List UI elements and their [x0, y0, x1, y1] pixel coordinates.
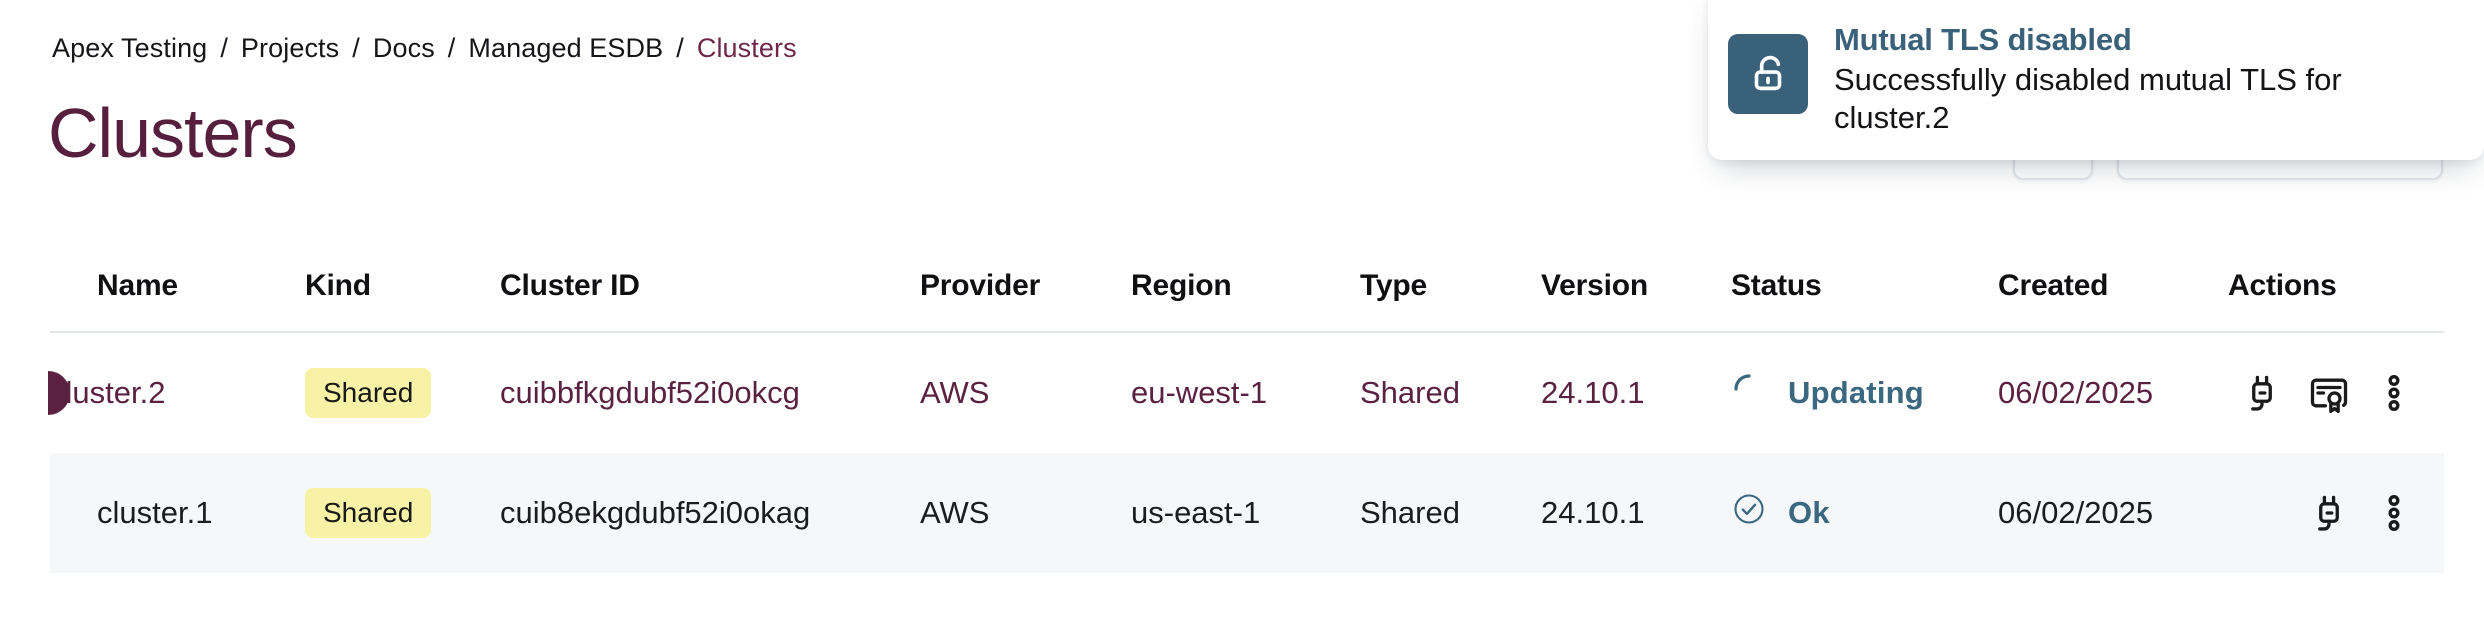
column-header-version: Version: [1541, 268, 1648, 302]
spinner-icon: [1731, 371, 1767, 415]
kebab-menu-icon[interactable]: [2374, 373, 2414, 413]
actions-cell: [2228, 491, 2444, 535]
toast-message: Successfully disabled mutual TLS for clu…: [1834, 62, 2342, 135]
toast-notification: Mutual TLS disabled Successfully disable…: [1708, 0, 2484, 160]
kebab-menu-icon[interactable]: [2374, 493, 2414, 533]
cluster-name-link[interactable]: cluster.2: [50, 375, 166, 410]
table-header-row: Name Kind Cluster ID Provider Region Typ…: [50, 240, 2444, 333]
breadcrumb-item-projects[interactable]: Projects: [240, 33, 340, 63]
breadcrumb-separator: /: [352, 33, 360, 63]
lock-open-icon: [1728, 34, 1808, 114]
breadcrumb-separator: /: [676, 33, 684, 63]
column-header-name: Name: [97, 268, 178, 302]
updating-row-indicator: [48, 371, 70, 415]
column-header-kind: Kind: [305, 268, 371, 302]
table-row-cluster-2[interactable]: cluster.2 Shared cuibbfkgdubf52i0okcg AW…: [48, 333, 2444, 453]
table-row-cluster-1[interactable]: cluster.1 Shared cuib8ekgdubf52i0okag AW…: [50, 453, 2444, 573]
actions-cell: [2228, 371, 2444, 415]
cluster-name-link[interactable]: cluster.1: [97, 495, 213, 530]
column-header-provider: Provider: [920, 268, 1041, 302]
toast-text: Mutual TLS disabled Successfully disable…: [1834, 22, 2434, 160]
created-date: 06/02/2025: [1998, 375, 2154, 410]
type: Shared: [1360, 375, 1460, 410]
check-circle-icon: [1731, 491, 1767, 535]
cluster-id: cuib8ekgdubf52i0okag: [500, 495, 811, 530]
certificate-icon[interactable]: [2307, 371, 2351, 415]
cluster-id: cuibbfkgdubf52i0okcg: [500, 375, 800, 410]
breadcrumb-separator: /: [220, 33, 228, 63]
column-header-actions: Actions: [2228, 268, 2337, 302]
status-label: Ok: [1788, 495, 1830, 530]
kind-badge: Shared: [305, 368, 432, 418]
version: 24.10.1: [1541, 375, 1645, 410]
column-header-status: Status: [1731, 268, 1822, 302]
status-label: Updating: [1788, 375, 1924, 410]
column-header-created: Created: [1998, 268, 2109, 302]
created-date: 06/02/2025: [1998, 495, 2154, 530]
kind-badge: Shared: [305, 488, 432, 538]
region: eu-west-1: [1131, 375, 1268, 410]
column-header-type: Type: [1360, 268, 1427, 302]
plug-icon[interactable]: [2307, 491, 2351, 535]
page-title: Clusters: [48, 94, 298, 172]
toast-title: Mutual TLS disabled: [1834, 22, 2132, 57]
clusters-table: Name Kind Cluster ID Provider Region Typ…: [48, 240, 2444, 573]
status-badge: Ok: [1731, 491, 1998, 535]
provider: AWS: [920, 375, 990, 410]
breadcrumb-separator: /: [447, 33, 456, 63]
provider: AWS: [920, 495, 990, 530]
status-badge: Updating: [1731, 371, 1998, 415]
region: us-east-1: [1131, 495, 1261, 530]
plug-icon[interactable]: [2240, 371, 2284, 415]
breadcrumb: Apex Testing / Projects / Docs / Managed…: [52, 33, 797, 64]
breadcrumb-item-managed-esdb[interactable]: Managed ESDB: [468, 33, 664, 63]
breadcrumb-item-clusters[interactable]: Clusters: [696, 33, 797, 63]
breadcrumb-item-apex-testing[interactable]: Apex Testing: [52, 33, 208, 63]
breadcrumb-item-docs[interactable]: Docs: [372, 33, 435, 63]
type: Shared: [1360, 495, 1460, 530]
column-header-region: Region: [1131, 268, 1232, 302]
version: 24.10.1: [1541, 495, 1645, 530]
column-header-cluster-id: Cluster ID: [500, 268, 640, 302]
